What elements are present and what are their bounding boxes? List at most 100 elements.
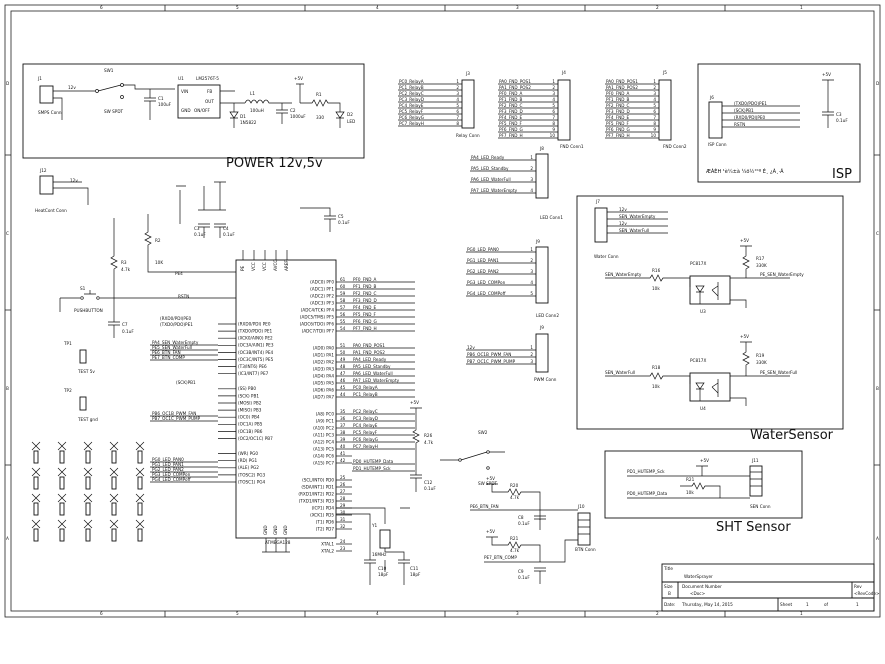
mcu-left-pin: (IC3/INT7) PE7 [238, 371, 269, 376]
doc-number-value: <Doc> [690, 591, 706, 596]
c10-value: 18pF [378, 572, 389, 577]
matrix-cross-icon [83, 519, 93, 529]
j6-pin-label: (RXD0/PDI)PE0 [734, 115, 766, 120]
led-conn1-pin-number: 2 [530, 166, 533, 171]
j5-pin-label: PF6_FND_G [606, 127, 630, 132]
mcu-top-pin: AREF [284, 260, 289, 271]
j5-pin-number: 9 [653, 127, 656, 132]
mcu-right-net: PC7_RelayH [353, 444, 378, 449]
c10-ref: C10 [378, 566, 387, 571]
r19-value: 330K [756, 360, 767, 365]
led-conn1-pin-number: 1 [530, 155, 533, 160]
u3-ref: U3 [700, 309, 706, 314]
led-conn2-pin-label: PG2_LED_PAN2 [467, 269, 499, 274]
mcu-right-net: PA7_LED_WaterEmpty [353, 378, 400, 383]
led-conn1-title: LED Conn1 [540, 215, 563, 220]
matrix-cross-icon [83, 467, 93, 477]
y1-value: 16MHz [372, 552, 387, 557]
frame-col-2-bottom: 2 [656, 611, 659, 616]
led-conn1-pin-number: 4 [530, 188, 533, 193]
j3-pin-number: 2 [456, 85, 459, 90]
matrix-resistor-icon [137, 502, 143, 516]
j10-name: BTN Conn [575, 547, 596, 552]
mcu-atmega128: ATMEGA128 (RXD0/PDI) PE0(TXD0/PDO) PE1(X… [150, 250, 415, 553]
mcu-right-pin: (AD2) PA2 [313, 359, 334, 364]
pwm-conn-pin-label: PB7_OC1C_PWM_PUMP [467, 359, 516, 364]
water-sensor-section: WaterSensor J7 Water Conn 12vSEN_WaterEm… [576, 195, 844, 443]
mcu-pin-number: 51 [340, 343, 346, 348]
mcu-pin-number: 35 [340, 409, 346, 414]
matrix-cross-icon [109, 467, 119, 477]
j7-pin-label: SEN_WaterEmpty [619, 214, 656, 219]
frame-row-c: C [6, 231, 9, 236]
mcu-right-pin: (ADC7/TDI) PF7 [302, 328, 335, 333]
water2-5v-label: +5V [740, 334, 749, 339]
j6-ref: J6 [709, 95, 714, 100]
j5-pin-label: PF3_FND_D [606, 109, 630, 114]
j5-pin-number: 5 [653, 103, 656, 108]
r3-ref: R3 [121, 260, 127, 265]
frame-col-3: 3 [516, 5, 519, 10]
mcu-left-pin: (TXD0/PDO) PE1 [238, 329, 273, 334]
j6-pin-label: (SCK)PB1 [734, 108, 754, 113]
mcu-right-net: PA5_LED_Standby [353, 364, 391, 369]
sht-sensor-section: SHT Sensor PD1_HUTEMP_Sck PD0_HUTEMP_Dat… [604, 450, 803, 535]
mcu-right-pin: (T2) PD7 [316, 526, 335, 531]
mcu-bottom-pin: GND [283, 525, 288, 535]
mcu-right-net: PF4_FND_E [353, 305, 377, 310]
mcu-left-pin: (ALE) PG2 [238, 465, 259, 470]
led-conn1-ref: J8 [539, 146, 544, 151]
frame-col-5: 5 [236, 5, 239, 10]
r20-ref: R20 [510, 483, 519, 488]
u3-part: PC817X [690, 261, 706, 266]
mcu-left-pin: (SS) PB0 [238, 386, 256, 391]
frame-row-d-right: D [876, 81, 879, 86]
mcu-pin-number: 45 [340, 385, 346, 390]
mcu-right-pin: (ADC0) PF0 [310, 279, 334, 284]
d1-part: 1N5822 [240, 120, 257, 125]
j12-name: HeatCont Conn [35, 208, 67, 213]
frame-col-2: 2 [656, 5, 659, 10]
matrix-resistor-icon [59, 476, 65, 490]
frame-row-a: A [6, 536, 9, 541]
matrix-resistor-icon [137, 476, 143, 490]
matrix-cross-icon [83, 493, 93, 503]
matrix-cross-icon [109, 519, 119, 529]
j3-pin-label: PC7_RelayH [399, 121, 424, 126]
j6-name: ISP Conn [708, 142, 727, 147]
j3-pin-label: PC1_RelayB [399, 85, 424, 90]
mcu-right-net: PC6_RelayG [353, 437, 378, 442]
sw1-name: SW SPDT [104, 109, 124, 114]
j3-pin-label: PC5_RelayF [399, 109, 424, 114]
j4-pin-number: 9 [552, 127, 555, 132]
size-value: B [668, 591, 671, 596]
r1-value: 330 [316, 115, 324, 120]
j5-pin-number: 3 [653, 91, 656, 96]
btn-5v-top-label: +5V [486, 476, 495, 481]
d1-ref: D1 [240, 114, 246, 119]
mcu-right-pin: (A8) PC0 [316, 411, 335, 416]
j6-pin-label: RSTN [734, 122, 745, 127]
c5-value: 0.1uF [338, 220, 350, 225]
frame-col-3-bottom: 3 [516, 611, 519, 616]
j4-pin-label: PA0_FND_POS1 [499, 79, 531, 84]
mcu-pin-number: 23 [340, 546, 346, 551]
j5-name: FND Conn2 [663, 144, 687, 149]
c1-ref: C1 [158, 96, 164, 101]
led-conn2-ref: J9 [535, 239, 540, 244]
matrix-cross-icon [135, 467, 145, 477]
y1-ref: Y1 [371, 523, 378, 528]
led-conn2-pin-number: 1 [530, 247, 533, 252]
frame-col-5-bottom: 5 [236, 611, 239, 616]
j5-pin-number: 6 [653, 109, 656, 114]
mcu-right-pin: XTAL1 [321, 541, 334, 546]
mcu-right-pin: (AD6) PA6 [313, 387, 334, 392]
matrix-resistor-icon [137, 450, 143, 464]
mcu-pin-number: 38 [340, 430, 346, 435]
l1-value: 100uH [250, 108, 264, 113]
s1-ref: S1 [80, 286, 86, 291]
j11-name: SEN Conn [750, 504, 771, 509]
of-value: 1 [856, 602, 859, 607]
j6-pin-label: (TXD0/PDO)PE1 [734, 101, 767, 106]
d2-ref: D2 [347, 112, 353, 117]
